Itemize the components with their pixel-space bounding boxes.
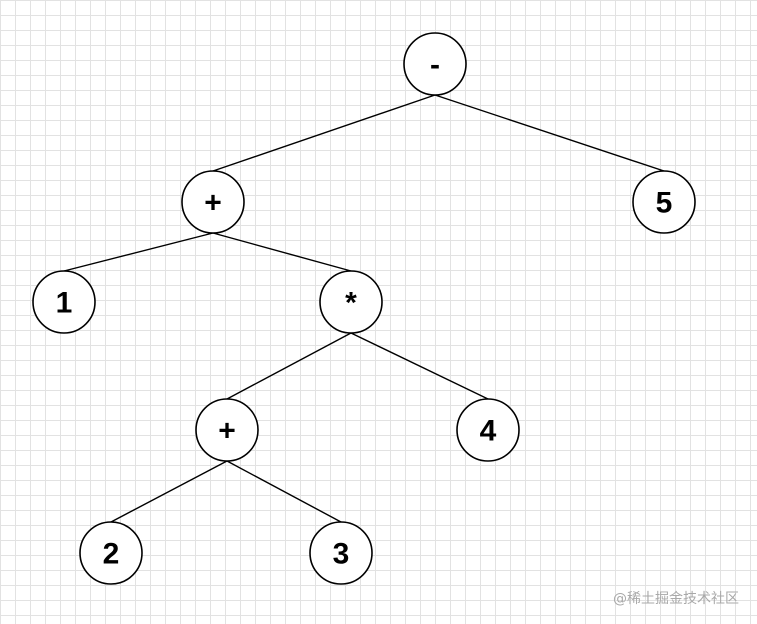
node-times: * <box>319 270 383 334</box>
node-circle <box>195 398 259 462</box>
node-circle <box>456 398 520 462</box>
node-label: + <box>218 415 236 448</box>
edge-plus-left-to-times <box>212 232 352 272</box>
node-circle <box>632 170 696 234</box>
edge-plus-inner-to-three <box>226 460 342 523</box>
node-label: * <box>345 287 357 320</box>
node-circle <box>403 32 467 96</box>
edge-times-to-plus-inner <box>226 332 352 400</box>
node-circle <box>32 270 96 334</box>
node-two: 2 <box>79 521 143 585</box>
node-three: 3 <box>309 521 373 585</box>
edge-root-to-plus-left <box>212 94 436 172</box>
node-circle <box>181 170 245 234</box>
node-label: 4 <box>480 415 497 448</box>
node-one: 1 <box>32 270 96 334</box>
edge-plus-left-to-one <box>63 232 214 272</box>
node-root: - <box>403 32 467 96</box>
node-plus-inner: + <box>195 398 259 462</box>
node-label: - <box>430 49 440 82</box>
tree-edges <box>63 94 665 523</box>
tree-nodes: - +5 1 * +4 2 3 <box>32 32 696 585</box>
watermark-text: @稀土掘金技术社区 <box>613 591 739 607</box>
node-circle <box>309 521 373 585</box>
node-circle <box>79 521 143 585</box>
node-label: 3 <box>333 538 350 571</box>
node-five: 5 <box>632 170 696 234</box>
node-label: 5 <box>656 187 673 220</box>
node-plus-left: + <box>181 170 245 234</box>
node-label: 2 <box>103 538 120 571</box>
node-label: + <box>204 187 222 220</box>
edge-root-to-five <box>434 94 665 172</box>
node-circle <box>319 270 383 334</box>
node-label: 1 <box>56 287 73 320</box>
edge-times-to-four <box>350 332 489 400</box>
edge-plus-inner-to-two <box>110 460 228 523</box>
node-four: 4 <box>456 398 520 462</box>
